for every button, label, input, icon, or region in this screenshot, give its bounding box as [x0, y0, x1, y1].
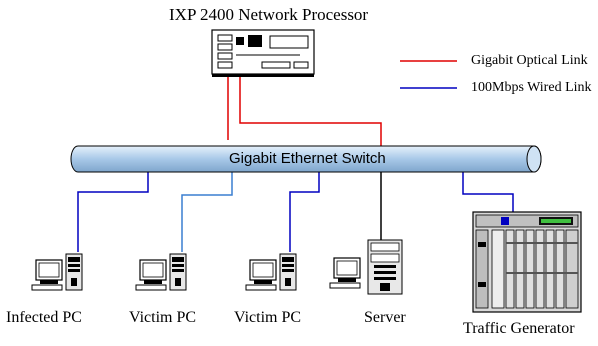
traffic-generator-icon [472, 211, 582, 313]
node-label-infected-pc: Infected PC [6, 309, 82, 326]
legend-label-optical: Gigabit Optical Link [471, 53, 588, 68]
legend [400, 60, 457, 89]
links [77, 75, 514, 252]
node-label-victim-pc-1: Victim PC [129, 309, 197, 326]
wired-link-victim-pc-2 [289, 170, 320, 252]
pc-icon [135, 253, 187, 291]
legend-label-wired: 100Mbps Wired Link [471, 80, 592, 95]
node-label-victim-pc-2: Victim PC [234, 309, 302, 326]
pc-icon [31, 253, 83, 291]
server-icon [329, 239, 403, 295]
switch-label: Gigabit Ethernet Switch [229, 150, 386, 167]
network-processor-icon [211, 29, 315, 77]
node-label-server: Server [364, 309, 406, 326]
wired-link-infected-pc [77, 170, 149, 252]
optical-link-processor-server [239, 75, 382, 152]
pc-icon [245, 253, 297, 291]
ethernet-switch [70, 145, 542, 173]
wired-link-victim-pc-1 [181, 170, 233, 252]
processor-title: IXP 2400 Network Processor [169, 5, 369, 24]
node-label-traffic-generator: Traffic Generator [463, 320, 575, 337]
wired-link-traffic-generator [462, 170, 514, 212]
